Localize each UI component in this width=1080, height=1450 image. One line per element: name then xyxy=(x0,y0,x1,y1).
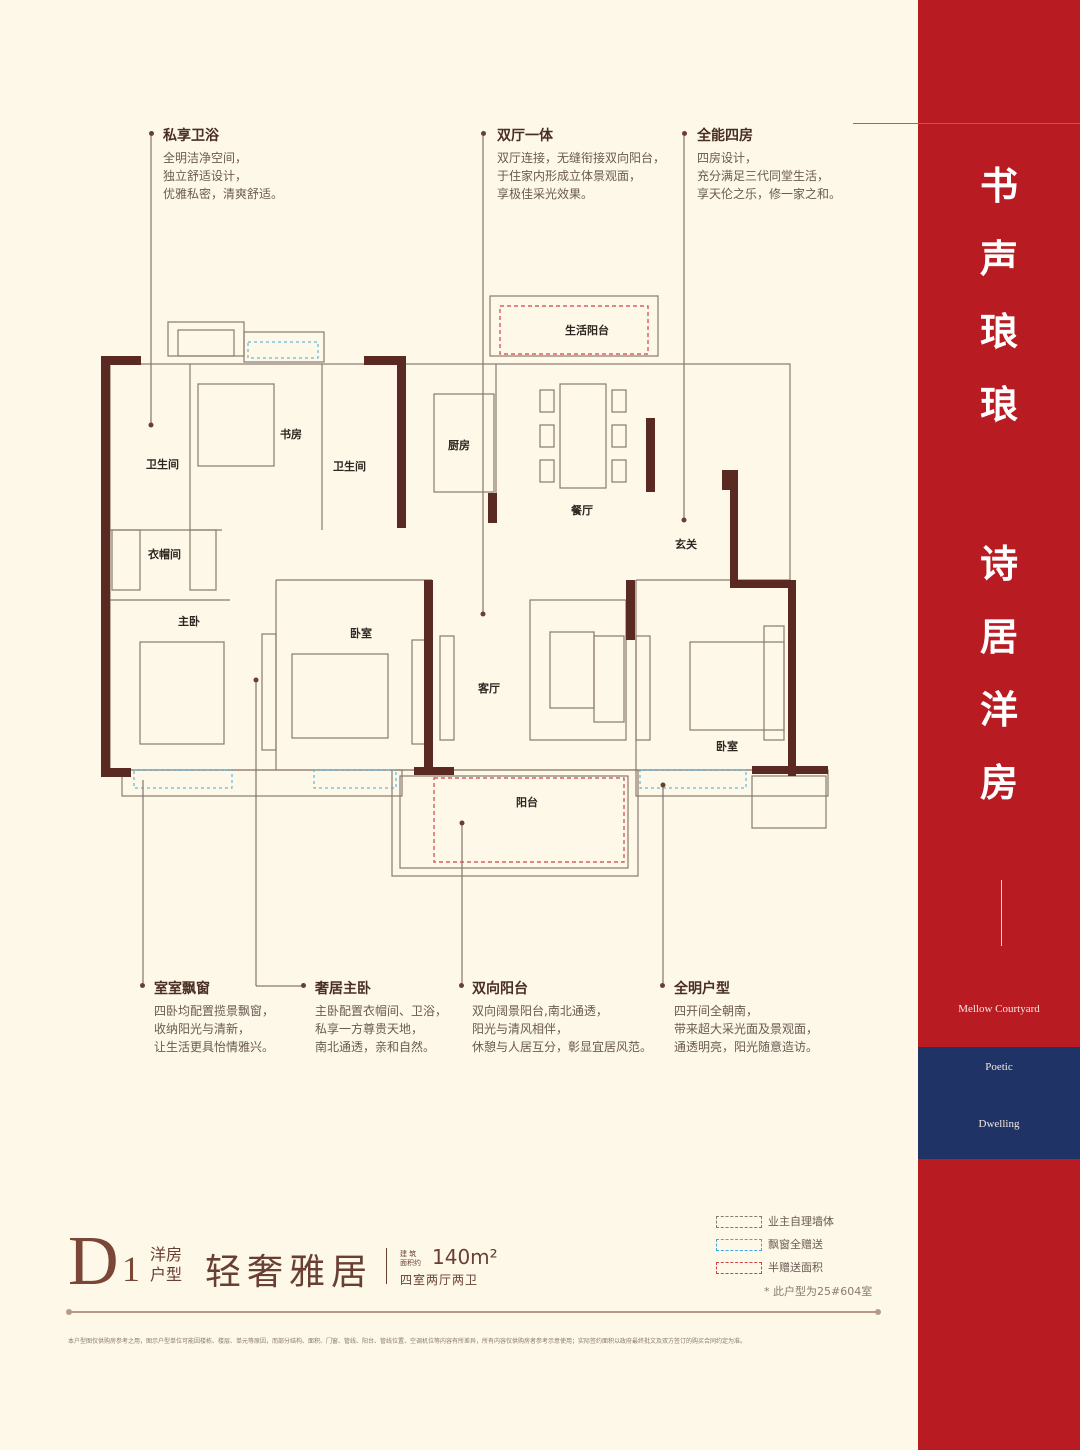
banner-char: 洋 xyxy=(979,687,1018,732)
banner-divider xyxy=(1001,880,1002,946)
floor-plan: 生活阳台 书房 卫生间 卫生间 厨房 餐厅 玄关 衣帽间 主卧 卧室 客厅 卧室… xyxy=(101,136,829,987)
legend-swatch xyxy=(716,1262,762,1274)
annotation-title: 私享卫浴 xyxy=(163,128,219,144)
room-label: 厨房 xyxy=(448,438,470,452)
room-label: 卫生间 xyxy=(333,459,366,473)
annotation-title: 全明户型 xyxy=(674,981,730,997)
room-label: 衣帽间 xyxy=(148,547,181,561)
annotation-title: 室室飘窗 xyxy=(154,981,210,997)
title-separator xyxy=(386,1248,387,1284)
room-label: 生活阳台 xyxy=(565,323,609,337)
annotation-text: 四卧均配置揽景飘窗， 收纳阳光与清新， 让生活更具怡情雅兴。 xyxy=(154,1004,275,1054)
area-value: 140m² xyxy=(432,1245,498,1269)
banner-char: 居 xyxy=(979,614,1018,659)
room-label: 阳台 xyxy=(516,795,538,809)
unit-title: 轻奢雅居 xyxy=(205,1252,374,1293)
annotation-title: 奢居主卧 xyxy=(315,981,371,997)
side-banner-blue xyxy=(918,1047,1080,1159)
area-label: 建 筑 面积约 xyxy=(400,1250,421,1267)
side-banner xyxy=(918,0,1080,1450)
banner-char: 诗 xyxy=(979,541,1018,586)
unit-letter: D xyxy=(68,1223,119,1300)
legend-item: 业主自理墙体 xyxy=(716,1213,834,1229)
banner-char: 房 xyxy=(979,760,1018,805)
legend-item: 半赠送面积 xyxy=(716,1259,823,1275)
top-divider xyxy=(853,123,1080,124)
disclaimer: 本户型图仅供购房参考之用，图示户型单位可能因楼栋、楼层、单元等原因，而部分结构、… xyxy=(68,1338,747,1345)
annotation-title: 双向阳台 xyxy=(472,981,528,997)
unit-number: 1 xyxy=(122,1249,140,1289)
annotation-dot xyxy=(682,131,687,136)
annotation-text: 双厅连接，无缝衔接双向阳台， 于住家内形成立体景观面， 享极佳采光效果。 xyxy=(497,151,666,201)
annotation-text: 双向阔景阳台,南北通透， 阳光与清风相伴， 休憩与人居互分，彰显宜居风范。 xyxy=(472,1004,653,1054)
legend-swatch xyxy=(716,1239,762,1251)
annotation-title: 双厅一体 xyxy=(497,128,553,144)
unit-layout: 四室两厅两卫 xyxy=(400,1273,479,1287)
banner-char: 琅 xyxy=(979,309,1018,354)
room-label: 卧室 xyxy=(350,626,372,640)
annotation-dot xyxy=(459,983,464,988)
banner-char: 书 xyxy=(979,163,1018,208)
banner-char: 声 xyxy=(979,236,1018,281)
legend-item: 飘窗全赠送 xyxy=(716,1236,823,1252)
divider-dot xyxy=(875,1309,881,1315)
annotation-dot xyxy=(149,131,154,136)
room-label: 餐厅 xyxy=(570,503,593,517)
banner-char: 琅 xyxy=(979,382,1018,427)
room-label: 卫生间 xyxy=(146,457,179,471)
annotation-text: 全明洁净空间， 独立舒适设计， 优雅私密，清爽舒适。 xyxy=(163,151,284,201)
legend-swatch xyxy=(716,1216,762,1228)
divider-dot xyxy=(66,1309,72,1315)
annotation-text: 四房设计， 充分满足三代同堂生活， 享天伦之乐，修一家之和。 xyxy=(697,151,842,201)
banner-en-text: Dwelling xyxy=(978,1118,1020,1130)
room-label: 书房 xyxy=(280,427,302,441)
annotation-dot xyxy=(140,983,145,988)
annotation-text: 主卧配置衣帽间、卫浴， 私享一方尊贵天地， 南北通透，亲和自然。 xyxy=(315,1004,448,1054)
banner-en-text: Mellow Courtyard xyxy=(958,1003,1040,1015)
unit-note: * 此户型为25#604室 xyxy=(764,1285,873,1298)
room-label: 主卧 xyxy=(178,614,200,628)
annotation-dot xyxy=(481,131,486,136)
annotation-text: 四开间全朝南， 带来超大采光面及景观面， 通透明亮，阳光随意造访。 xyxy=(674,1004,819,1054)
annotation-dot xyxy=(301,983,306,988)
banner-en-text: Poetic xyxy=(985,1061,1013,1073)
annotation-title: 全能四房 xyxy=(697,128,753,144)
unit-type-label: 洋房 户型 xyxy=(150,1245,183,1284)
bottom-divider xyxy=(68,1311,878,1313)
room-label: 客厅 xyxy=(477,681,500,695)
room-label: 玄关 xyxy=(675,537,697,551)
room-label: 卧室 xyxy=(716,739,738,753)
annotation-dot xyxy=(660,983,665,988)
